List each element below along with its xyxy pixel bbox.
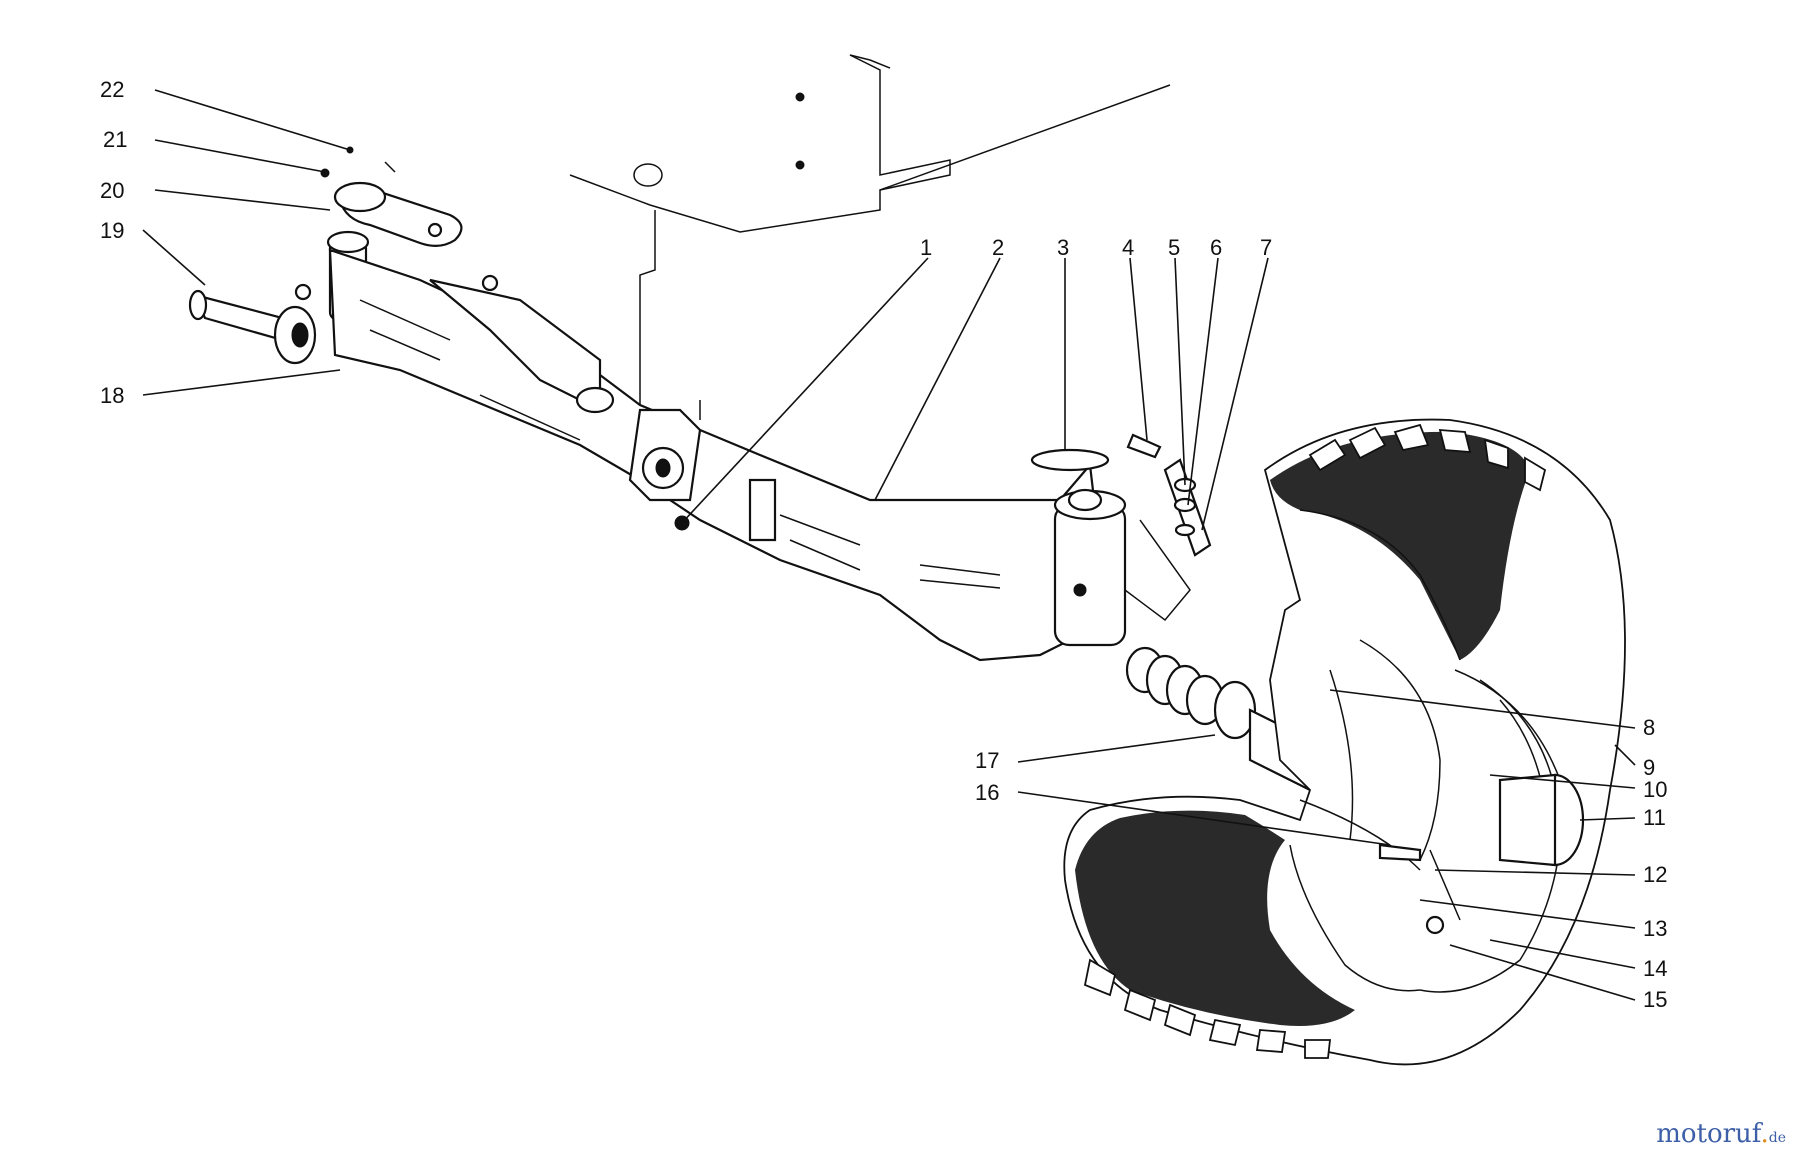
callout-5: 5 xyxy=(1168,235,1180,260)
callout-1: 1 xyxy=(920,235,932,260)
callout-8: 8 xyxy=(1643,715,1655,740)
callout-15: 15 xyxy=(1643,987,1667,1012)
callout-14: 14 xyxy=(1643,956,1667,981)
callout-20: 20 xyxy=(100,178,124,203)
callout-18: 18 xyxy=(100,383,124,408)
callout-13: 13 xyxy=(1643,916,1667,941)
leader-lines xyxy=(142,89,1636,1001)
callout-16: 16 xyxy=(975,780,999,805)
watermark-logo: motoruf.de xyxy=(1656,1119,1786,1149)
watermark-dot: . xyxy=(1760,1119,1769,1149)
callout-22: 22 xyxy=(100,77,124,102)
callout-2: 2 xyxy=(992,235,1004,260)
spindle-housing xyxy=(1030,433,1212,647)
callout-12: 12 xyxy=(1643,862,1667,887)
callout-11: 11 xyxy=(1643,805,1666,830)
callout-6: 6 xyxy=(1210,235,1222,260)
callout-19: 19 xyxy=(100,218,124,243)
chassis-frame xyxy=(569,54,1171,420)
callout-3: 3 xyxy=(1057,235,1069,260)
front-axle-beam xyxy=(328,248,1102,662)
watermark-tld: de xyxy=(1768,1130,1786,1146)
wheel-tire xyxy=(1063,418,1626,1066)
callout-17: 17 xyxy=(975,748,999,773)
watermark-text: motoruf xyxy=(1656,1119,1761,1149)
callout-labels: 22 21 20 19 18 1 2 3 4 5 6 7 8 9 10 11 1… xyxy=(100,77,1667,1012)
callout-7: 7 xyxy=(1260,235,1272,260)
callout-10: 10 xyxy=(1643,777,1667,802)
callout-21: 21 xyxy=(103,127,127,152)
callout-4: 4 xyxy=(1122,235,1134,260)
callout-9: 9 xyxy=(1643,755,1655,780)
